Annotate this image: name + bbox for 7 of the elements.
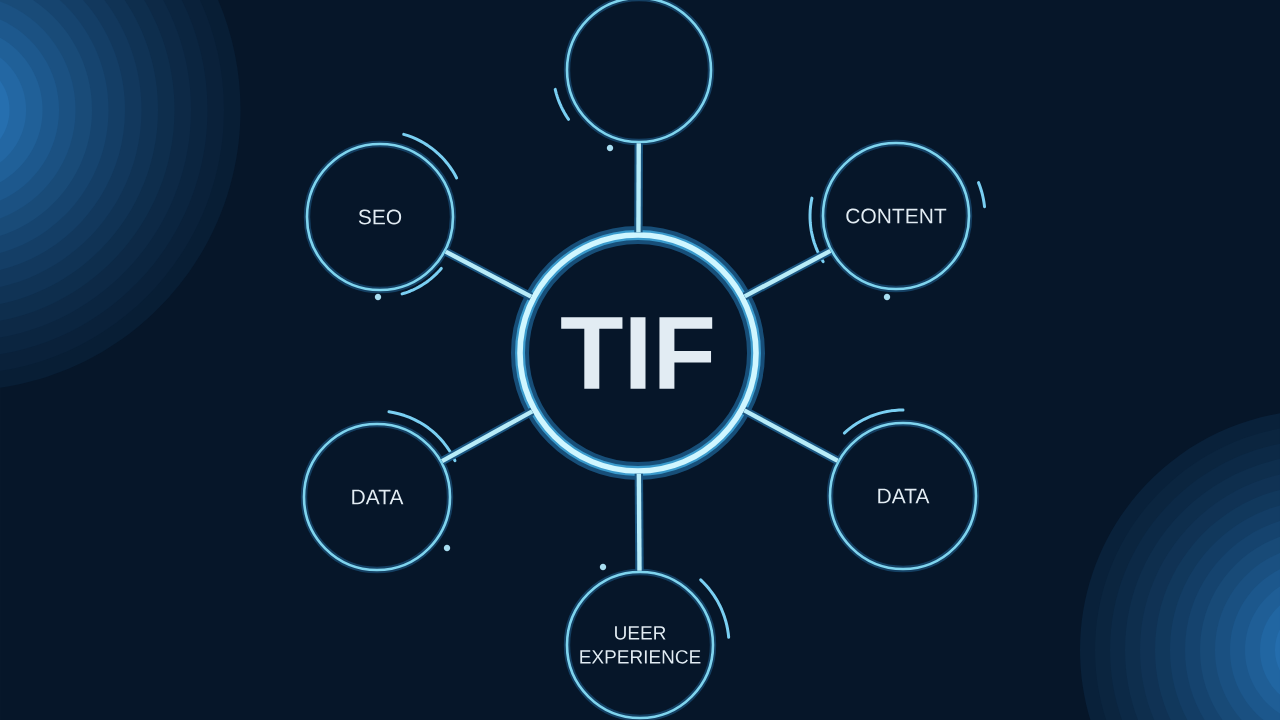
connector-line [742,406,840,465]
connector-line [440,407,535,465]
connector-line [742,247,833,301]
connector-line [634,143,643,233]
connector-line [634,473,644,571]
empty-circle [563,0,715,146]
connector-line [443,247,534,301]
